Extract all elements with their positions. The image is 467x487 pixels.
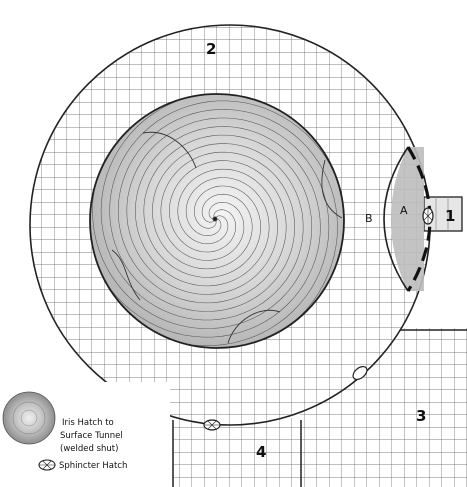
legend-iris-line3: (welded shut) — [60, 444, 118, 454]
room-label-1: 1 — [445, 207, 455, 225]
pool-center — [212, 216, 218, 222]
spiral-arm — [92, 94, 313, 329]
sphincter-hatch-room3[interactable] — [351, 364, 370, 382]
room-label-2: 2 — [206, 40, 216, 58]
legend: Iris Hatch to Surface Tunnel (welded shu… — [0, 382, 170, 482]
sphincter-hatch-icon — [38, 459, 56, 471]
area-label-b: B — [365, 212, 373, 225]
spiral-arm — [91, 117, 330, 346]
spiral-arm — [90, 126, 321, 338]
spiral-arm — [100, 94, 339, 321]
sphincter-hatch-room4[interactable] — [203, 419, 221, 431]
legend-sphincter: Sphincter Hatch — [59, 461, 127, 471]
legend-iris-line1: Iris Hatch to — [62, 418, 114, 428]
legend-iris-line2: Surface Tunnel — [60, 431, 123, 441]
spiral-arm — [117, 109, 338, 348]
spiral-arm — [109, 100, 344, 312]
room-label-3: 3 — [416, 407, 426, 425]
sphincter-hatch-room1[interactable] — [422, 207, 434, 225]
room-4 — [172, 418, 302, 487]
room-label-4: 4 — [256, 443, 266, 461]
area-label-a: A — [400, 204, 408, 217]
central-pool — [89, 93, 345, 349]
iris-hatch-icon — [2, 391, 56, 445]
